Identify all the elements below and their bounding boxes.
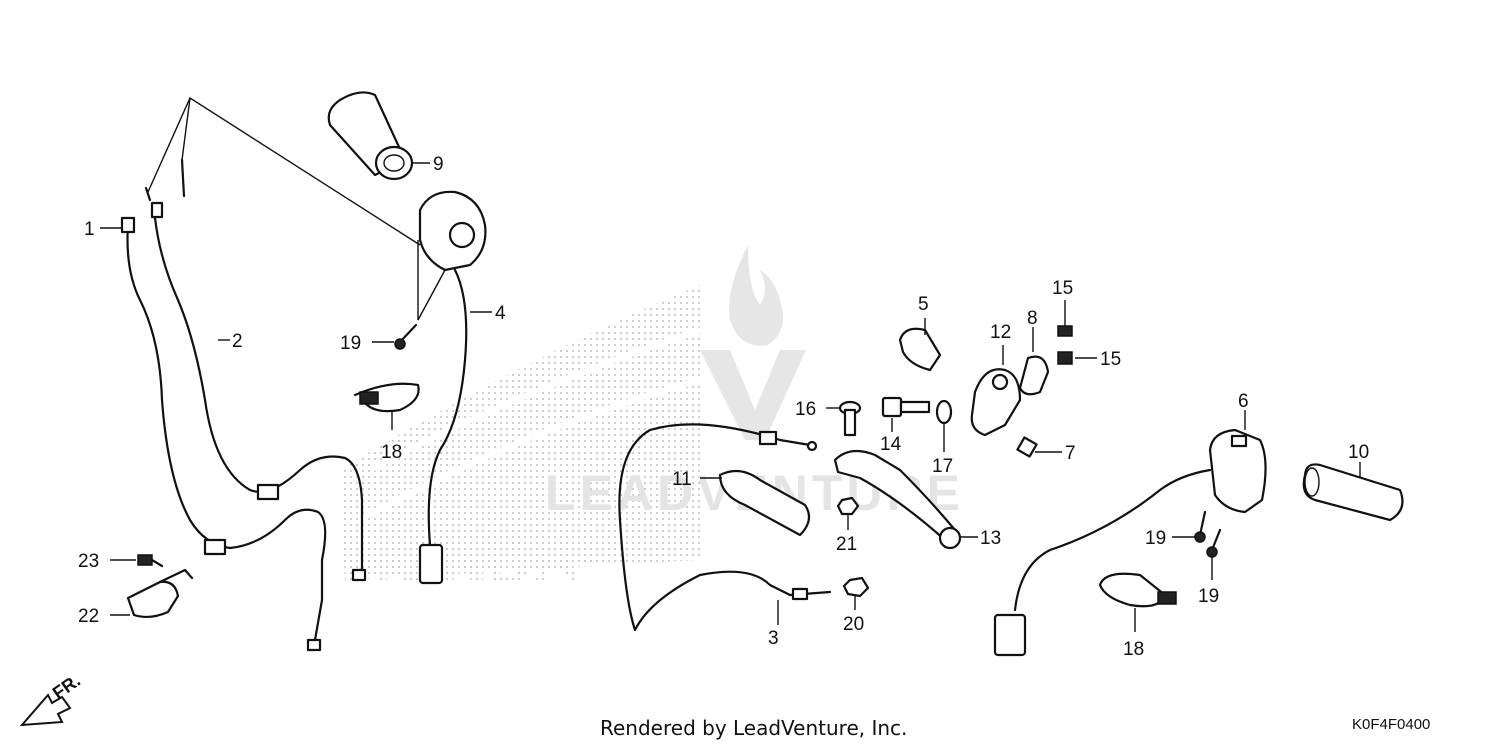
screw-19-right-lower (1206, 528, 1222, 558)
pivot-bolt (838, 400, 862, 437)
lever-guard (898, 327, 942, 372)
callout-18-left: 18 (381, 442, 402, 463)
callout-16: 16 (795, 399, 816, 420)
callouts: 1 2 3 4 5 6 7 8 9 10 11 12 13 14 15 15 1… (78, 154, 1369, 660)
callout-12: 12 (990, 322, 1011, 343)
callout-10: 10 (1348, 442, 1369, 463)
callout-20: 20 (843, 614, 864, 635)
lever-holder (970, 368, 1022, 437)
direction-label: FR. (49, 670, 84, 703)
holder-clamp (1018, 355, 1050, 396)
bolt-15-upper (1057, 325, 1073, 337)
callout-17: 17 (932, 456, 953, 477)
diagram-code: K0F4F0400 (1352, 716, 1431, 733)
background-wing-logo: HONDA (340, 285, 701, 596)
callout-21: 21 (836, 534, 857, 555)
lever-cover (718, 469, 811, 537)
front-direction-arrow: FR. (19, 670, 84, 727)
callout-2: 2 (232, 331, 243, 352)
callout-11: 11 (672, 469, 692, 490)
ring-17 (935, 399, 953, 425)
screw-19-right-upper (1194, 510, 1207, 543)
throttle-housing (417, 190, 487, 585)
callout-4: 4 (495, 303, 506, 324)
callout-15-upper: 15 (1052, 278, 1073, 299)
nut-20 (842, 576, 870, 598)
clutch-cable (618, 423, 832, 632)
cable-clamp (126, 568, 194, 619)
callout-19-right-upper: 19 (1145, 528, 1166, 549)
callout-19-right-lower: 19 (1198, 586, 1219, 607)
bolt-15-lower (1057, 351, 1073, 365)
callout-19-left: 19 (340, 333, 361, 354)
callout-9: 9 (433, 154, 444, 175)
bolt-23 (137, 554, 164, 568)
screw-19-left (394, 323, 418, 350)
cable-tie-left (353, 382, 420, 413)
callout-13: 13 (980, 528, 1001, 549)
callout-15-lower: 15 (1100, 349, 1121, 370)
callout-22: 22 (78, 606, 99, 627)
clutch-switch (1016, 436, 1038, 458)
background-logo-text: HONDA (345, 524, 580, 596)
render-credit: Rendered by LeadVenture, Inc. (600, 716, 908, 740)
nut-21 (836, 496, 860, 516)
callout-1: 1 (84, 219, 95, 240)
callout-18-right: 18 (1123, 639, 1144, 660)
throttle-cables (120, 96, 421, 652)
cable-tie-right (1098, 572, 1177, 608)
callout-23: 23 (78, 551, 99, 572)
leader-lines (100, 162, 1361, 632)
throttle-grip (327, 91, 414, 181)
callout-14: 14 (880, 434, 902, 455)
right-switch-housing (993, 428, 1267, 657)
adjuster-14 (881, 396, 931, 418)
clutch-lever (833, 449, 962, 550)
left-grip (1302, 463, 1404, 522)
callout-8: 8 (1027, 308, 1038, 329)
callout-7: 7 (1065, 443, 1076, 464)
callout-6: 6 (1238, 391, 1249, 412)
callout-3: 3 (768, 628, 779, 649)
callout-5: 5 (918, 294, 929, 315)
